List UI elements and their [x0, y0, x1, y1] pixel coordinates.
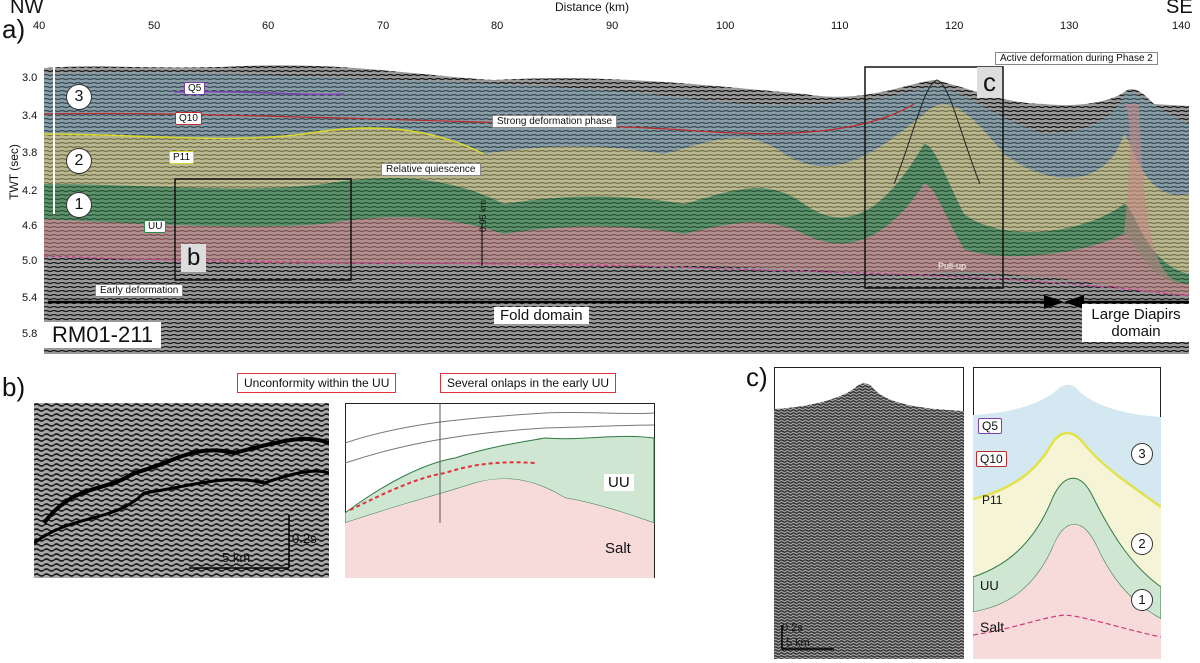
early-deformation-label: Early deformation	[95, 284, 184, 297]
panel-c-uu-label: UU	[980, 578, 999, 593]
seismic-section-b	[34, 403, 329, 578]
y-tick: 5.4	[22, 292, 38, 304]
panel-c-letter: c)	[746, 362, 768, 392]
panel-a-letter: a)	[2, 14, 26, 44]
diapir-domain-label: Large Diapirs domain	[1082, 304, 1190, 342]
x-axis-title: Distance (km)	[555, 0, 630, 14]
panel-b-salt-label: Salt	[605, 540, 631, 557]
panel-c-phase-3: 3	[1131, 443, 1153, 465]
seismic-section-c	[774, 367, 964, 659]
interpretation-b	[345, 403, 655, 578]
x-tick: 50	[148, 20, 161, 32]
unit-q10-label: Q10	[175, 112, 202, 125]
x-tick: 40	[33, 20, 46, 32]
box-c-outline	[864, 66, 1004, 289]
phase-2-marker: 2	[66, 148, 92, 174]
x-tick: 60	[262, 20, 275, 32]
x-tick: 100	[716, 20, 735, 32]
x-tick: 80	[491, 20, 504, 32]
line-name: RM01-211	[44, 322, 162, 348]
panel-c-salt-label: Salt	[980, 619, 1005, 635]
y-tick: 3.4	[22, 110, 38, 122]
y-tick: 3.8	[22, 147, 38, 159]
box-c-letter: c	[977, 67, 1002, 98]
panel-b-uu-label: UU	[604, 474, 634, 491]
direction-nw: NW	[10, 0, 44, 18]
phase-1-marker: 1	[66, 192, 92, 218]
x-tick: 70	[377, 20, 390, 32]
box-b-outline	[174, 178, 352, 281]
unit-p11-label: P11	[169, 151, 195, 164]
y-tick: 5.8	[22, 328, 38, 340]
box-b-letter: b	[181, 244, 207, 272]
thickness-label: 0.95 km	[478, 199, 488, 232]
unit-uu-label: UU	[144, 220, 167, 233]
y-tick: 3.0	[22, 72, 38, 84]
pull-up-label: Pull-up	[938, 261, 967, 271]
x-tick: 90	[606, 20, 619, 32]
callout-unconformity: Unconformity within the UU	[237, 373, 397, 393]
x-tick: 130	[1060, 20, 1079, 32]
seismic-section-a	[44, 34, 1189, 354]
x-tick: 120	[945, 20, 964, 32]
panel-b-letter: b)	[2, 372, 26, 402]
interpretation-c	[973, 367, 1161, 659]
panel-c-p11-label: P11	[982, 493, 1003, 507]
panel-b-scale-v: 0.2s	[292, 531, 317, 546]
fold-domain-label: Fold domain	[494, 307, 589, 324]
panel-c-q10-label: Q10	[976, 451, 1007, 467]
unit-q5-label: Q5	[184, 82, 206, 95]
direction-se: SE	[1166, 0, 1193, 18]
panel-c-scale-h: 5 km	[786, 637, 810, 649]
panel-c-scale-v: 0.2s	[782, 622, 803, 634]
panel-c-q5-label: Q5	[978, 418, 1003, 434]
relative-quiescence-label: Relative quiescence	[381, 163, 481, 176]
y-tick: 4.6	[22, 220, 38, 232]
strong-deformation-label: Strong deformation phase	[492, 115, 618, 128]
y-tick: 5.0	[22, 255, 38, 267]
panel-b-scale-h: 5 km	[222, 550, 251, 565]
x-tick: 140	[1172, 20, 1191, 32]
panel-c-phase-2: 2	[1131, 533, 1153, 555]
y-axis-title: TWT (sec)	[6, 144, 21, 200]
callout-onlaps: Several onlaps in the early UU	[440, 373, 617, 393]
x-tick: 110	[831, 20, 849, 32]
active-deformation-label: Active deformation during Phase 2	[995, 52, 1158, 65]
y-tick: 4.2	[22, 185, 38, 197]
phase-3-marker: 3	[66, 84, 92, 110]
panel-c-phase-1: 1	[1131, 589, 1153, 611]
